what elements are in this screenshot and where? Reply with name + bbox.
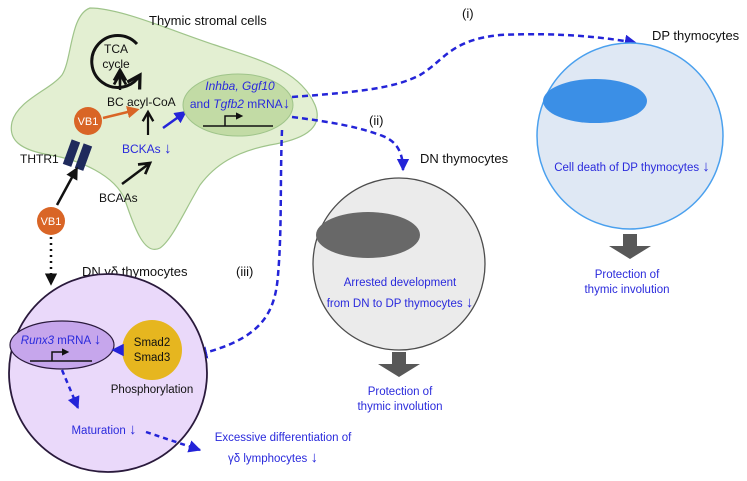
tca-label-line1: TCA — [104, 42, 128, 56]
mrna-genes-line1: Inhba, Ggf10 — [205, 79, 275, 93]
label-i: (i) — [462, 6, 474, 21]
dp-protection-line1: Protection of — [595, 269, 660, 281]
dn-nucleus — [316, 212, 420, 258]
arrow-bckas-to-mrna — [162, 110, 188, 130]
label-iii: (iii) — [236, 264, 253, 279]
dn-effect-line1: Arrested development — [344, 277, 457, 289]
dn-protection-line2: thymic involution — [357, 401, 442, 413]
bcaas-label: BCAAs — [99, 191, 138, 205]
dashed-arrow-to-dp — [291, 32, 638, 99]
runx3-label: Runx3 mRNA ↓ — [21, 331, 101, 348]
runx3-promoter-mark — [30, 352, 92, 362]
dp-protection-line2: thymic involution — [584, 284, 669, 296]
tca-label-line2: cycle — [102, 57, 130, 71]
dp-nucleus — [543, 79, 647, 123]
arrow-vb1-to-thtr1 — [55, 166, 78, 206]
arrow-runx3-to-maturation — [60, 369, 80, 410]
dn-cell — [312, 177, 486, 351]
mrna-ellipse — [182, 73, 294, 137]
dn-output-arrow — [378, 352, 420, 377]
arrow-maturation-to-excess — [145, 430, 202, 453]
dp-title: DP thymocytes — [652, 28, 740, 43]
excess-line2: γδ lymphocytes ↓ — [228, 449, 318, 466]
smad3-label: Smad3 — [134, 352, 170, 364]
bckas-label: BCKAs ↓ — [122, 140, 172, 157]
phosphorylation-label: Phosphorylation — [111, 384, 193, 396]
dn-title: DN thymocytes — [420, 151, 509, 166]
thtr1-label: THTR1 — [20, 152, 59, 166]
mrna-genes-line2: and Tgfb2 mRNA↓ — [190, 95, 290, 112]
arrow-vb1-to-bcacyl — [102, 105, 140, 120]
smad-node — [122, 320, 182, 380]
excess-line1: Excessive differentiation of — [215, 432, 352, 444]
dn-protection-line1: Protection of — [368, 386, 433, 398]
vb1-intracellular-label: VB1 — [78, 116, 99, 128]
label-ii: (ii) — [369, 113, 383, 128]
tca-cycle — [90, 34, 142, 90]
dashed-arrow-to-dn — [291, 115, 410, 172]
smad2-label: Smad2 — [134, 337, 170, 349]
dp-effect: Cell death of DP thymocytes ↓ — [554, 158, 710, 175]
thtr1-transporter — [62, 139, 93, 171]
stromal-cell-shape — [10, 7, 318, 251]
gd-cell — [8, 273, 208, 473]
vb1-extracellular-node — [37, 207, 65, 235]
dn-effect-line2: from DN to DP thymocytes ↓ — [327, 294, 474, 311]
vb1-intracellular-node — [74, 107, 102, 135]
mrna-promoter-mark — [203, 116, 273, 127]
arrow-bcaas-to-bckas — [121, 161, 153, 185]
vb1-extracellular-label: VB1 — [41, 216, 62, 228]
dashed-arrow-to-smad — [194, 129, 284, 359]
stromal-title: Thymic stromal cells — [149, 13, 267, 28]
bc-acyl-coa-label: BC acyl-CoA — [107, 95, 176, 109]
maturation-label: Maturation ↓ — [71, 421, 136, 438]
dp-output-arrow — [609, 234, 651, 259]
dp-cell — [536, 42, 724, 230]
